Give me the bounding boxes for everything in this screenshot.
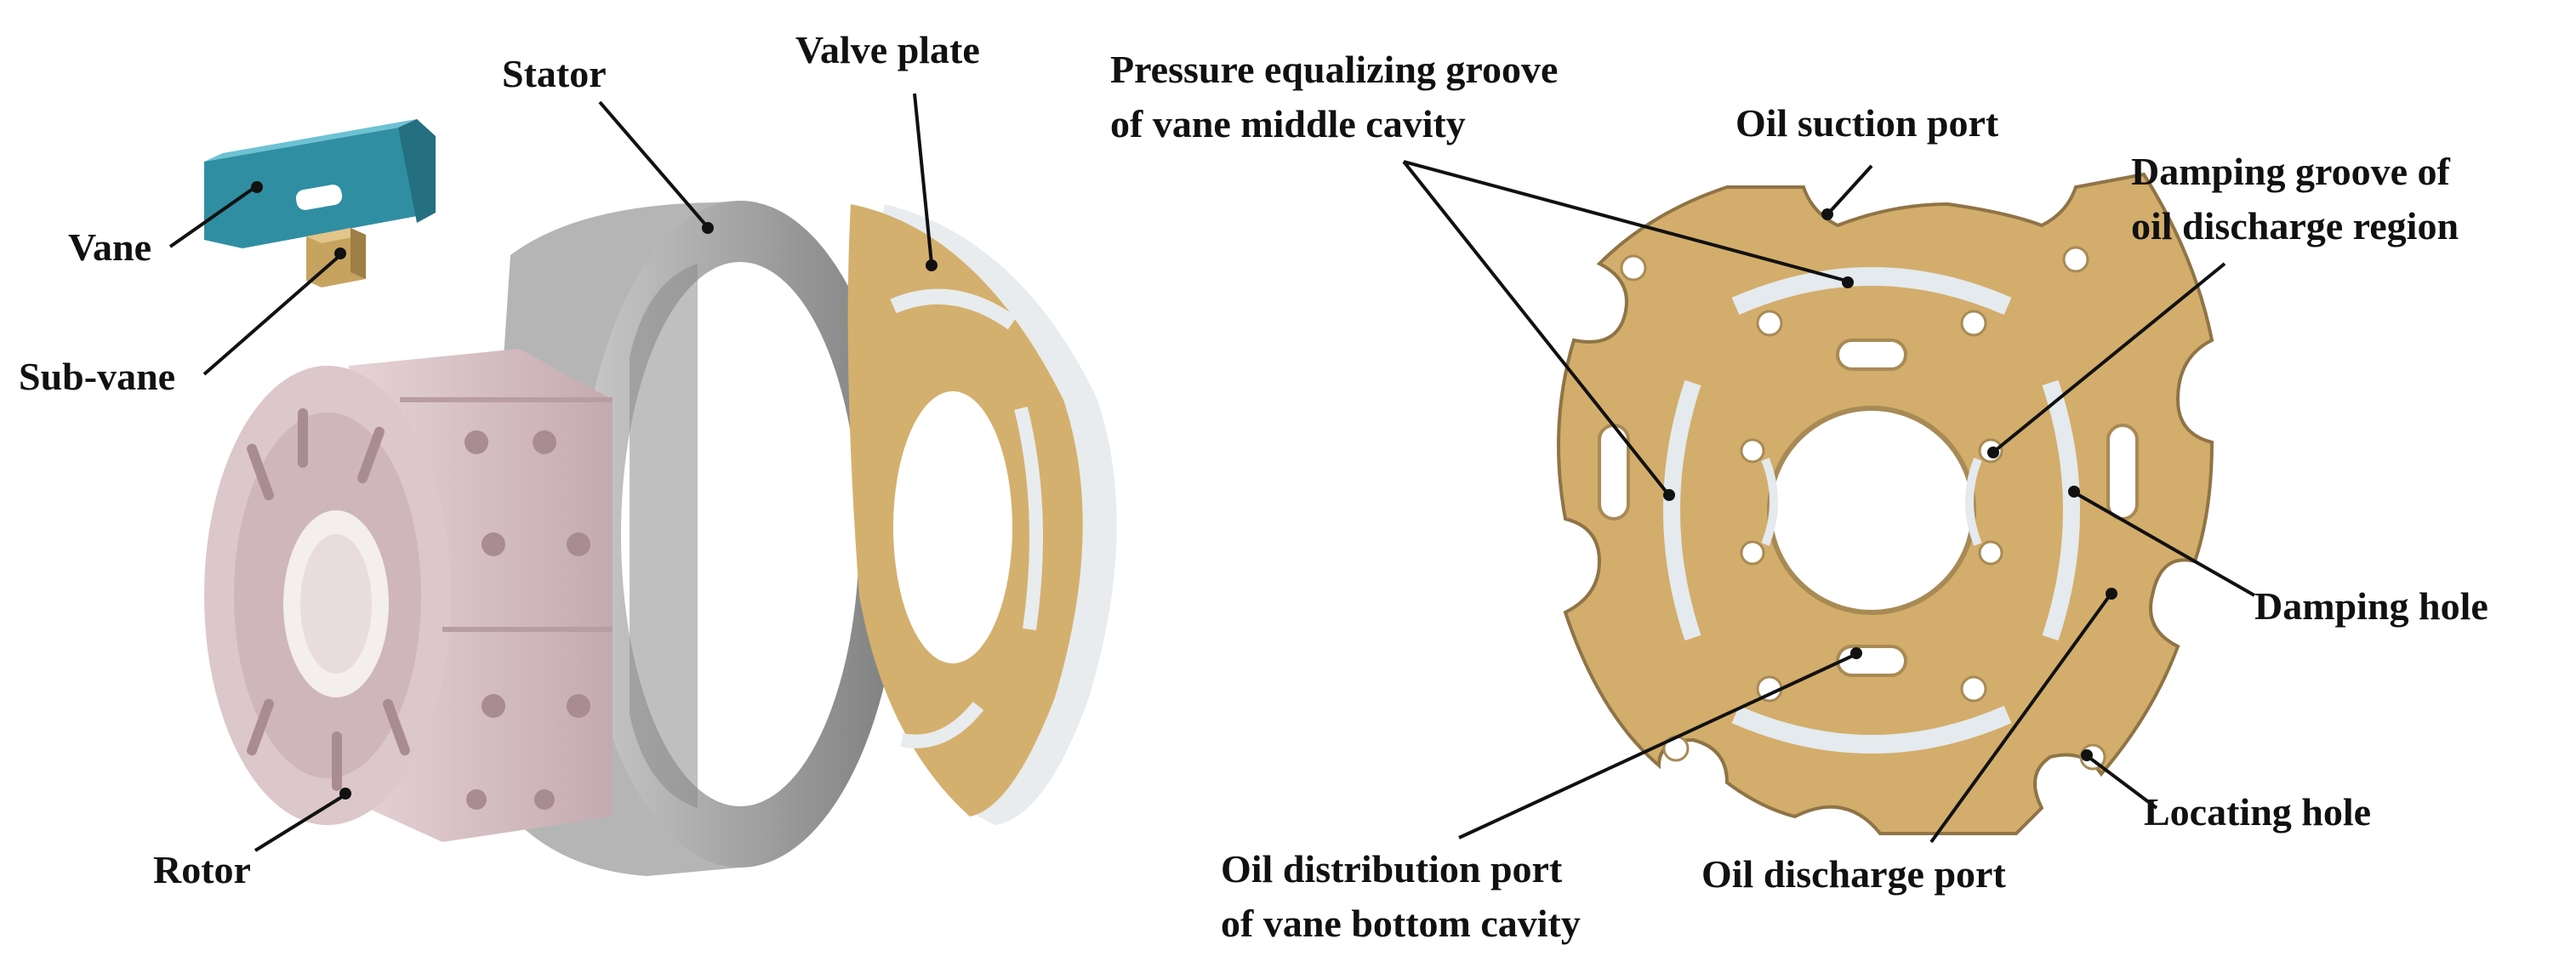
label-oil-suction-port: Oil suction port: [1735, 101, 1999, 145]
leader-oil-discharge: [1929, 594, 2112, 844]
valve-plate-front-view: [1557, 172, 2214, 835]
leader-groove-2: [1402, 160, 1669, 495]
label-damping-groove-line1: Damping groove of: [2131, 150, 2450, 193]
label-pressure-equalizing-groove: Pressure equalizing groove of vane middl…: [1110, 43, 1558, 151]
label-oil-discharge-port: Oil discharge port: [1701, 852, 2006, 896]
valve-plate-part-left: [847, 204, 1117, 825]
leader-lines: [168, 93, 2255, 852]
leader-vane: [168, 185, 257, 248]
label-pressure-line1: Pressure equalizing groove: [1110, 48, 1559, 91]
leader-oil-distribution: [1458, 653, 1855, 839]
label-oil-distribution-line1: Oil distribution port: [1221, 847, 1563, 891]
leader-damping-hole: [2075, 492, 2255, 597]
leader-valve-plate: [913, 93, 933, 265]
label-valve-plate: Valve plate: [795, 28, 980, 71]
label-oil-distribution-line2: of vane bottom cavity: [1221, 902, 1581, 945]
rotor-part: [204, 349, 613, 842]
leader-oil-suction: [1827, 164, 1873, 214]
label-sub-vane: Sub-vane: [19, 355, 176, 398]
label-rotor: Rotor: [153, 848, 251, 891]
leader-locating-hole: [2087, 755, 2158, 810]
vane-part: [204, 119, 436, 248]
label-damping-groove: Damping groove of oil discharge region: [2131, 145, 2459, 253]
label-damping-groove-line2: oil discharge region: [2131, 204, 2459, 248]
label-stator: Stator: [502, 52, 607, 95]
leader-sub-vane: [202, 253, 342, 376]
leader-groove-1: [1403, 160, 1847, 282]
leader-rotor: [254, 794, 346, 852]
label-damping-hole: Damping hole: [2254, 584, 2488, 628]
leader-stator: [598, 100, 708, 227]
label-vane: Vane: [68, 225, 151, 269]
label-oil-distribution-port: Oil distribution port of vane bottom cav…: [1221, 842, 1581, 951]
label-locating-hole: Locating hole: [2144, 790, 2372, 834]
leader-damping-groove: [1993, 262, 2226, 452]
label-pressure-line2: of vane middle cavity: [1110, 102, 1466, 145]
